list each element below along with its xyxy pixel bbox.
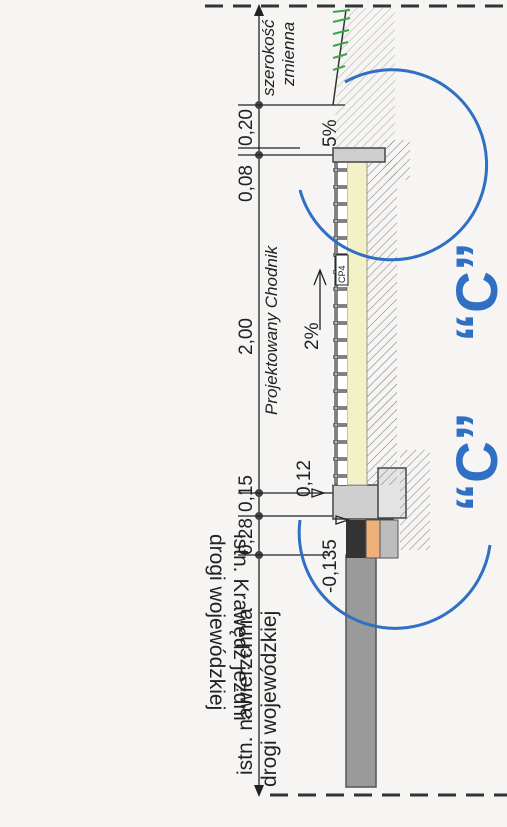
dim-008: 0,08 xyxy=(236,165,257,202)
road-edge-dark-layer xyxy=(346,520,366,558)
sidewalk-label: Projektowany Chodnik xyxy=(262,244,281,415)
detail-circle-upper xyxy=(298,68,489,262)
level-triangle-012 xyxy=(311,488,327,498)
dim-020: 0,20 xyxy=(236,109,257,146)
dim-015: 0,15 xyxy=(236,475,257,512)
road-edge-orange-layer xyxy=(365,519,381,559)
green-slope xyxy=(333,8,395,148)
width-variable-label-2: zmienna xyxy=(279,22,298,87)
road-surface-label-2: drogi wojewódzkiej xyxy=(258,611,281,787)
dimension-arrow-top xyxy=(254,4,264,16)
detail-marker-lower: “C” xyxy=(445,412,507,512)
road-edge-label-1: istn. Krawędź jezdni xyxy=(229,534,252,721)
curb-foundation-hatch xyxy=(400,450,430,550)
green-surface-line xyxy=(332,9,347,106)
green-slope-label: 5% xyxy=(320,119,341,147)
sand-bed xyxy=(346,159,368,486)
road-edge-label-2: drogi wojewódzkiej xyxy=(205,534,228,710)
dim-200: 2,00 xyxy=(236,318,257,355)
sidewalk-base-hatch xyxy=(367,160,397,485)
sidewalk-slope-arrow xyxy=(313,268,327,330)
dimension-tick-lines xyxy=(238,104,345,556)
dim-028: 0,28 xyxy=(236,518,257,555)
level-0135: -0,135 xyxy=(320,539,341,593)
sidewalk-pavers xyxy=(333,160,347,485)
level-triangle-0135 xyxy=(335,515,351,525)
sidewalk-slope: 2% xyxy=(302,322,323,350)
road-surface-label-1: istn. nawierzchnia xyxy=(234,608,257,775)
edging-curb xyxy=(332,147,386,163)
detail-circle-lower xyxy=(297,519,492,630)
asphalt-road xyxy=(345,554,377,788)
level-012: 0,12 xyxy=(294,460,315,497)
grass-icon xyxy=(332,9,351,71)
cp4-tag: CP4 xyxy=(337,265,347,283)
detail-marker-upper: “C” xyxy=(445,242,507,342)
road-edge-gray-layer xyxy=(379,519,399,559)
dimension-arrow-bottom xyxy=(254,785,264,797)
width-variable-label-1: szerokość xyxy=(259,19,278,96)
cp4-tag-box xyxy=(335,254,349,286)
